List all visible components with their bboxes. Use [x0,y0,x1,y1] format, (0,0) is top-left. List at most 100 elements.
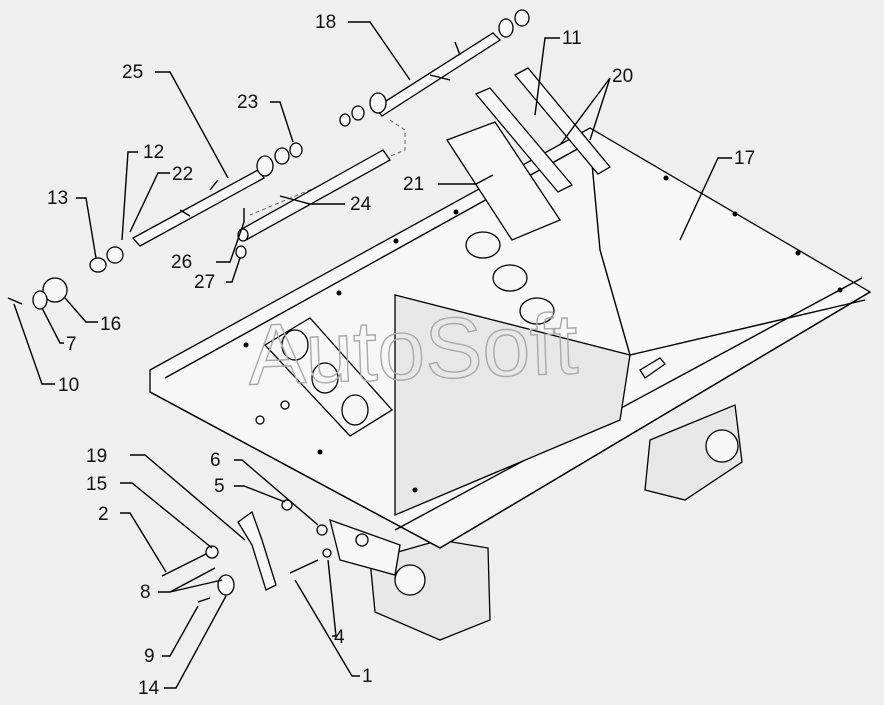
mount-bolt [280,400,290,410]
bushing-18-b [339,113,351,127]
inner-recess-panel [394,294,631,516]
bearing-18-b [498,18,514,38]
leader-6 [234,459,319,526]
leader-25 [155,71,229,179]
frame-lower-edge [149,291,871,549]
strip-20-b [513,67,611,175]
bushing-25-a [274,147,290,165]
frame-slot [639,357,666,379]
cotter-pin-10 [7,297,23,305]
shaft-pin [209,179,219,191]
callout-11: 11 [562,28,582,49]
callout-2: 2 [98,504,109,525]
flange-hole [732,211,738,217]
flange-hole [663,175,669,181]
frame-fold-line [589,141,631,356]
bushing-18-c [514,9,530,27]
callout-15: 15 [86,474,107,495]
leader-27 [226,257,241,283]
bushing-25-b [289,142,303,158]
watermark: AutoSoft [246,296,579,403]
shaft-18-assembly [249,9,530,216]
leader-5 [234,485,286,503]
bearing-18-a [369,92,387,114]
lever-19 [237,510,277,591]
callout-4: 4 [334,627,345,648]
plate-21 [446,121,561,241]
leader-22 [129,172,170,233]
leader-lines [13,21,732,689]
callout-9: 9 [144,646,155,667]
nut-27 [235,245,247,259]
leader-13 [76,197,97,259]
leader-2 [120,512,167,573]
leader-21 [438,174,494,185]
flange-hole [336,290,342,296]
callout-6: 6 [210,450,221,471]
strip-20-a [474,87,574,193]
sprocket-assembly [7,246,124,310]
leader-24 [279,195,345,205]
callout-14: 14 [138,678,160,699]
leader-1 [294,579,360,677]
rear-support-bracket [644,404,743,501]
nut-6 [316,524,328,536]
leader-14 [164,595,227,689]
leader-10 [13,303,55,385]
lever-assembly [161,499,401,603]
callout-27: 27 [194,272,215,293]
flange-hole [453,209,459,215]
callout-18: 18 [315,12,336,33]
flange-hole [412,487,418,493]
shaft-25-assembly [131,142,303,247]
mount-bolt [255,415,265,425]
strip-hole-2 [311,362,339,394]
washer-7 [32,290,48,310]
bushing-14 [217,574,235,596]
leader-19 [130,454,246,541]
leader-11 [534,37,560,116]
callout-22: 22 [172,164,193,185]
frame-side-flange [394,277,863,531]
leader-26 [216,221,245,263]
leader-23 [270,101,294,143]
shaft-pin [179,209,191,217]
flange-hole [795,250,801,256]
callout-19: 19 [86,446,107,467]
collar-13 [89,257,107,273]
bolt-2 [161,551,211,577]
flange-hole [317,449,323,455]
callout-21: 21 [403,174,424,195]
leader-20 [559,77,611,146]
frame-hole-2 [492,264,528,292]
strip-hole-1 [281,329,309,361]
callout-13: 13 [47,188,68,209]
frame-rear-fold [629,299,866,356]
front-bracket-hole [394,564,426,596]
bracket-plate [329,518,401,576]
bushing-18-a [351,105,365,121]
leader-9 [162,605,199,657]
leader-8 [158,567,223,593]
callout-26: 26 [171,252,192,273]
leader-4 [327,559,337,637]
callout-7: 7 [66,334,77,355]
bearing-25 [256,155,274,177]
callout-5: 5 [214,476,225,497]
frame-hole-1 [465,231,501,259]
flange-hole [393,238,399,244]
leader-17 [679,157,732,241]
callout-20: 20 [612,66,633,87]
callout-16: 16 [100,314,121,335]
callout-23: 23 [237,92,258,113]
leader-18 [348,21,411,81]
washer-4 [322,548,332,558]
shaft-pin [429,74,451,81]
sprocket-16 [42,277,68,303]
spring-15 [205,545,219,559]
callout-10: 10 [58,375,79,396]
leader-7 [41,307,64,344]
flange-hole [837,287,843,293]
shaft-25 [131,169,265,247]
